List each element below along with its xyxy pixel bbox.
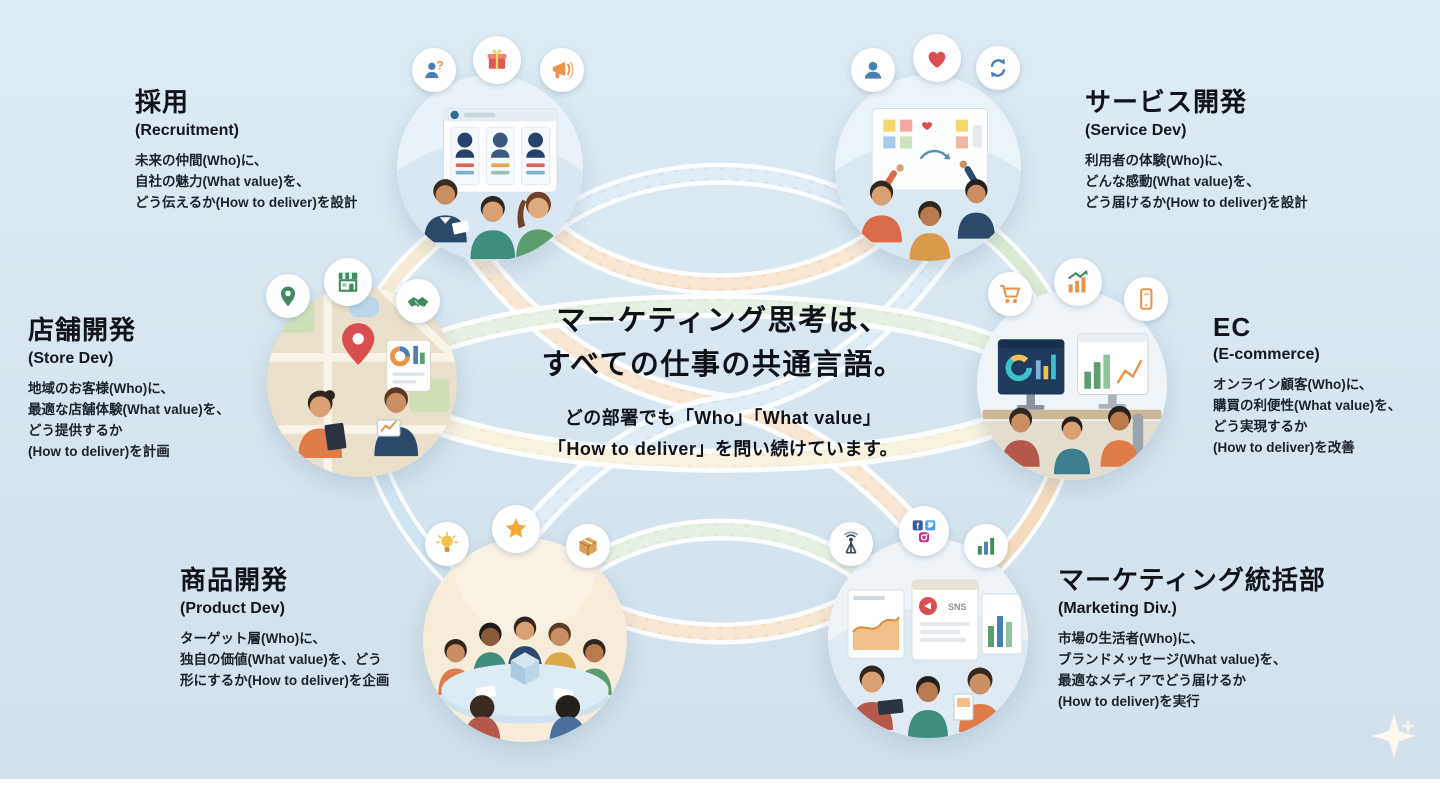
description-line: 最適な店舗体験(What value)を、 xyxy=(28,401,230,417)
store-dev-description: 地域のお客様(Who)に、 最適な店舗体験(What value)を、 どう提供… xyxy=(28,379,230,463)
star-icon xyxy=(492,505,540,553)
description-line: 購買の利便性(What value)を、 xyxy=(1213,397,1402,413)
description-line: 利用者の体験(Who)に、 xyxy=(1085,153,1231,168)
storefront-icon xyxy=(324,258,372,306)
bottom-bar xyxy=(0,779,1440,786)
user-icon xyxy=(851,48,895,92)
store-dev-subtitle: (Store Dev) xyxy=(28,350,114,367)
antenna-icon xyxy=(829,522,873,566)
description-line: 市場の生活者(Who)に、 xyxy=(1058,631,1204,646)
description-line: どう提供するか xyxy=(28,422,123,438)
handshake-icon xyxy=(396,279,440,323)
ec-text-block: EC (E-commerce) オンライン顧客(Who)に、 購買の利便性(Wh… xyxy=(1213,312,1401,459)
bar-chart-icon xyxy=(964,524,1008,568)
description-line: どう実現するか xyxy=(1213,418,1308,434)
product-dev-description: ターゲット層(Who)に、 独自の価値(What value)を、どう 形にする… xyxy=(180,629,389,692)
center-message: マーケティング思考は、 すべての仕事の共通言語。 どの部署でも「Who」「Wha… xyxy=(470,300,976,464)
center-title: マーケティング思考は、 すべての仕事の共通言語。 xyxy=(470,300,976,387)
service-dev-title: サービス開発 xyxy=(1085,87,1248,117)
description-line: 地域のお客様(Who)に、 xyxy=(28,381,174,396)
ec-title: EC xyxy=(1213,312,1252,342)
marketing-div-subtitle: (Marketing Div.) xyxy=(1058,600,1177,617)
description-line: どう届けるか(How to deliver)を設計 xyxy=(1085,194,1308,210)
description-line: 形にするか(How to deliver)を企画 xyxy=(180,672,390,688)
gift-icon xyxy=(473,36,521,84)
ec-subtitle: (E-commerce) xyxy=(1213,346,1320,363)
marketing-div-title: マーケティング統括部 xyxy=(1058,565,1326,595)
cycle-arrows-icon xyxy=(976,46,1020,90)
description-line: どんな感動(What value)を、 xyxy=(1085,173,1260,189)
lightbulb-icon xyxy=(425,522,469,566)
ec-description: オンライン顧客(Who)に、 購買の利便性(What value)を、 どう実現… xyxy=(1213,375,1401,459)
social-media-icon: f xyxy=(899,506,949,556)
recruitment-text-block: 採用 (Recruitment) 未来の仲間(Who)に、 自社の魅力(What… xyxy=(135,82,357,214)
heart-icon xyxy=(913,34,961,82)
description-line: 自社の魅力(What value)を、 xyxy=(135,173,310,189)
recruitment-description: 未来の仲間(Who)に、 自社の魅力(What value)を、 どう伝えるか(… xyxy=(135,151,357,214)
sns-label: SNS xyxy=(948,602,967,612)
store-dev-text-block: 店舗開発 (Store Dev) 地域のお客様(Who)に、 最適な店舗体験(W… xyxy=(28,310,230,463)
service-dev-text-block: サービス開発 (Service Dev) 利用者の体験(Who)に、 どんな感動… xyxy=(1085,82,1308,214)
product-dev-title: 商品開発 xyxy=(180,565,289,595)
product-dev-subtitle: (Product Dev) xyxy=(180,600,285,617)
marketing-div-illustration: SNS xyxy=(828,538,1028,738)
marketing-div-description: 市場の生活者(Who)に、 ブランドメッセージ(What value)を、 最適… xyxy=(1058,629,1326,713)
ec-illustration xyxy=(977,290,1167,480)
question-mark-glyph: ? xyxy=(436,58,443,72)
shopping-cart-icon xyxy=(988,272,1032,316)
growth-chart-icon xyxy=(1054,258,1102,306)
recruitment-title: 採用 xyxy=(135,87,190,117)
center-subtitle-line-1: どの部署でも「Who」「What value」 xyxy=(564,408,882,428)
description-line: 独自の価値(What value)を、どう xyxy=(180,651,382,667)
megaphone-icon xyxy=(540,48,584,92)
box-icon xyxy=(566,524,610,568)
product-dev-illustration xyxy=(423,538,627,742)
sparkle-icon xyxy=(1372,714,1416,758)
center-subtitle: どの部署でも「Who」「What value」 「How to deliver」… xyxy=(470,403,976,464)
description-line: 未来の仲間(Who)に、 xyxy=(135,153,268,168)
service-dev-subtitle: (Service Dev) xyxy=(1085,122,1187,139)
description-line: どう伝えるか(How to deliver)を設計 xyxy=(135,194,358,210)
recruitment-illustration xyxy=(397,75,583,261)
map-pin-icon xyxy=(266,274,310,318)
service-dev-illustration xyxy=(835,75,1021,261)
center-title-line-2: すべての仕事の共通言語。 xyxy=(541,348,905,381)
product-dev-text-block: 商品開発 (Product Dev) ターゲット層(Who)に、 独自の価値(W… xyxy=(180,560,389,692)
center-title-line-1: マーケティング思考は、 xyxy=(556,305,890,337)
description-line: 最適なメディアでどう届けるか xyxy=(1058,672,1247,688)
description-line: オンライン顧客(Who)に、 xyxy=(1213,377,1373,392)
smartphone-icon xyxy=(1124,277,1168,321)
recruitment-subtitle: (Recruitment) xyxy=(135,122,240,139)
marketing-div-text-block: マーケティング統括部 (Marketing Div.) 市場の生活者(Who)に… xyxy=(1058,560,1326,713)
store-dev-title: 店舗開発 xyxy=(28,315,137,345)
center-subtitle-line-2: 「How to deliver」を問い続けています。 xyxy=(547,438,899,459)
description-line: (How to deliver)を計画 xyxy=(28,443,170,459)
description-line: (How to deliver)を実行 xyxy=(1058,693,1200,709)
service-dev-description: 利用者の体験(Who)に、 どんな感動(What value)を、 どう届けるか… xyxy=(1085,151,1308,214)
description-line: ターゲット層(Who)に、 xyxy=(180,631,326,646)
description-line: ブランドメッセージ(What value)を、 xyxy=(1058,651,1287,667)
person-question-icon: ? xyxy=(412,48,456,92)
facebook-f-glyph: f xyxy=(916,521,919,531)
description-line: (How to deliver)を改善 xyxy=(1213,439,1355,455)
